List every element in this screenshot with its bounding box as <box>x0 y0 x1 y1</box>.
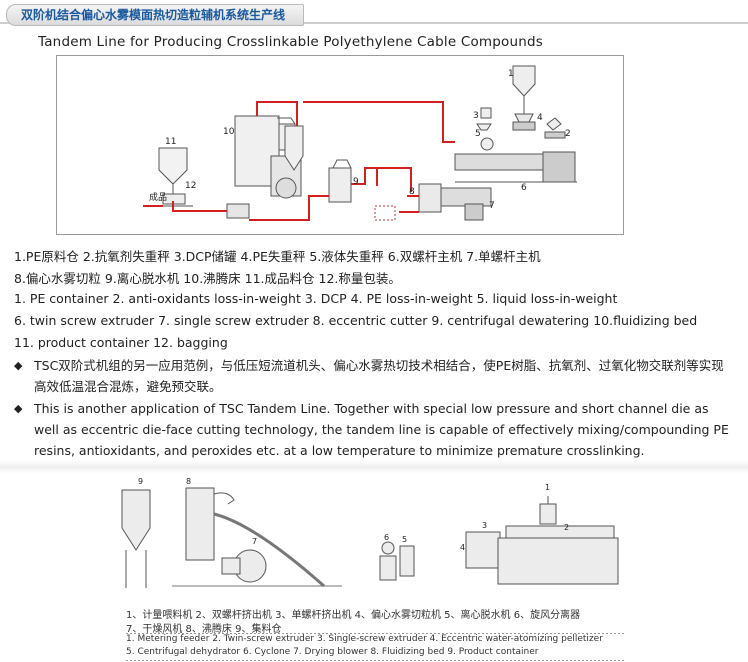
legend2-cn-line1: 1、计量喂料机 2、双螺杆挤出机 3、单螺杆挤出机 4、偏心水雾切粒机 5、离心… <box>126 606 580 621</box>
twin-screw-shape <box>498 538 618 584</box>
blower-shape <box>227 204 249 218</box>
single-screw-shape <box>441 188 491 206</box>
legend-cn-line1: 1.PE原料仓 2.抗氧剂失重秤 3.DCP储罐 4.PE失重秤 5.液体失重秤… <box>14 246 541 265</box>
legend2-en-line2: 5. Centrifugal dehydrator 6. Cyclone 7. … <box>126 647 538 657</box>
label-5: 5 <box>475 129 481 139</box>
label-4: 4 <box>460 543 465 552</box>
legend2-en-line1: 1. Metering feeder 2. Twin-screw extrude… <box>126 634 603 644</box>
label-3: 3 <box>473 111 479 121</box>
bullet-diamond-icon: ◆ <box>14 355 22 376</box>
label-8: 8 <box>186 477 191 486</box>
process-flow-svg: 1 2 3 4 5 6 7 8 9 10 11 12 成品 <box>57 56 623 234</box>
label-2: 2 <box>564 523 569 532</box>
pelletizing-line-svg: 1 2 3 4 5 6 7 8 9 <box>102 474 624 604</box>
bullet-cn: ◆ TSC双阶式机组的另一应用范例，与低压短流道机头、偏心水雾热切技术相结合，使… <box>14 355 730 397</box>
legend-cn-line2: 8.偏心水雾切粒 9.离心脱水机 10.沸腾床 11.成品料仓 12.称量包装。 <box>14 268 401 287</box>
label-3: 3 <box>482 521 487 530</box>
dewatering-shape <box>329 168 351 202</box>
fluidizing-bed-shape <box>186 488 214 560</box>
label-9: 9 <box>353 177 359 187</box>
metering-feeder-shape <box>540 504 556 524</box>
label-1: 1 <box>508 69 514 79</box>
label-6: 6 <box>521 183 527 193</box>
label-4: 4 <box>537 113 543 123</box>
bullet-diamond-icon: ◆ <box>14 398 22 419</box>
label-1: 1 <box>545 483 550 492</box>
label-6: 6 <box>384 533 389 542</box>
label-8: 8 <box>409 187 415 197</box>
section-separator <box>0 460 748 474</box>
label-2: 2 <box>565 129 571 139</box>
product-container-shape <box>159 148 187 184</box>
diagram-title: Tandem Line for Producing Crosslinkable … <box>38 34 543 50</box>
section-header: 双阶机结合偏心水雾模面热切造粒辅机系统生产线 <box>0 0 748 28</box>
legend-en-line3: 11. product container 12. bagging <box>14 335 228 350</box>
cutter-shape <box>419 184 441 212</box>
legend2-bottom-rule <box>126 660 624 661</box>
label-10: 10 <box>223 127 235 137</box>
pe-container-shape <box>513 66 535 96</box>
bullet-en-text: This is another application of TSC Tande… <box>14 398 730 461</box>
label-12: 12 <box>185 181 196 191</box>
label-7: 7 <box>489 201 495 211</box>
header-title: 双阶机结合偏心水雾模面热切造粒辅机系统生产线 <box>6 4 304 26</box>
single-screw-shape <box>466 532 500 568</box>
bullet-en: ◆ This is another application of TSC Tan… <box>14 398 730 461</box>
legend-en-line1: 1. PE container 2. anti-oxidants loss-in… <box>14 291 617 306</box>
legend-en-line2: 6. twin screw extruder 7. single screw e… <box>14 313 697 328</box>
bullet-cn-text: TSC双阶式机组的另一应用范例，与低压短流道机头、偏心水雾热切技术相结合，使PE… <box>14 355 730 397</box>
label-9: 9 <box>138 477 143 486</box>
pelletizing-line-diagram: 1 2 3 4 5 6 7 8 9 <box>102 474 624 604</box>
label-11: 11 <box>165 137 176 147</box>
product-container-shape <box>122 490 150 550</box>
label-5: 5 <box>402 535 407 544</box>
label-7: 7 <box>252 537 257 546</box>
label-product: 成品 <box>149 191 167 203</box>
tandem-line-diagram: 1 2 3 4 5 6 7 8 9 10 11 12 成品 <box>56 55 624 235</box>
dehydrator-shape <box>380 556 396 580</box>
